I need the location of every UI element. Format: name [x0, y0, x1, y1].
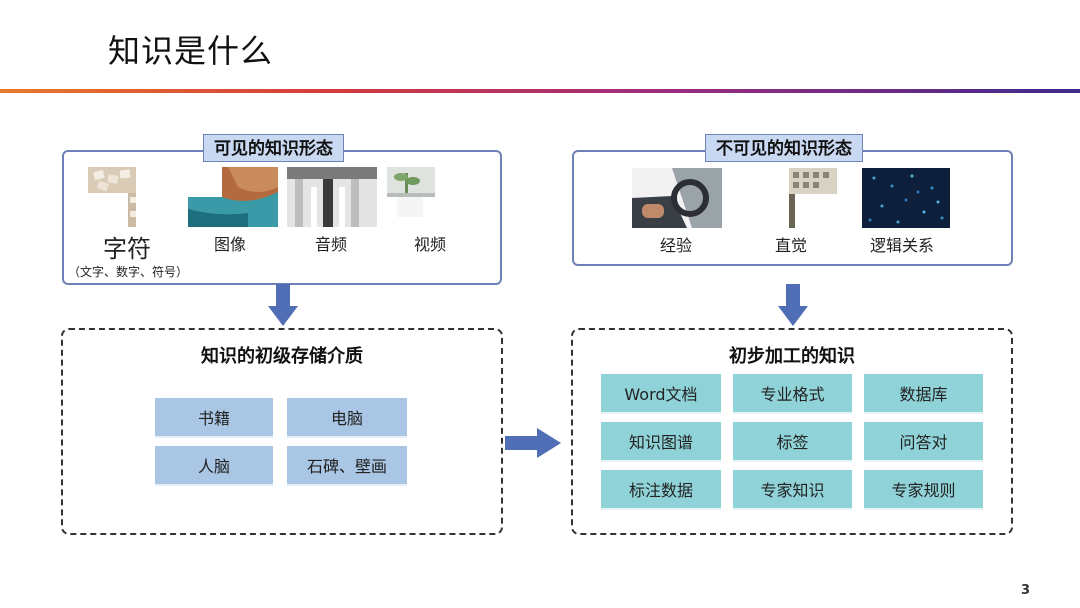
- processed-cell-tags: 标签: [733, 422, 852, 462]
- characters-image: [88, 167, 136, 227]
- storage-cell-stele-mural: 石碑、壁画: [287, 446, 407, 486]
- characters-sublabel: （文字、数字、符号）: [68, 265, 189, 279]
- image-label: 图像: [214, 235, 247, 254]
- storage-cell-computer: 电脑: [287, 398, 407, 438]
- logical-relation-thumbnail: [862, 168, 950, 228]
- processed-cell-database: 数据库: [864, 374, 983, 414]
- processed-cell-annotated-data: 标注数据: [601, 470, 721, 510]
- storage-cell-brain: 人脑: [155, 446, 273, 486]
- processed-cell-knowledge-graph: 知识图谱: [601, 422, 721, 462]
- experience-label: 经验: [660, 236, 693, 255]
- page-number: 3: [1020, 583, 1030, 598]
- processed-cell-pro-format: 专业格式: [733, 374, 852, 414]
- processed-cell-word-doc: Word文档: [601, 374, 721, 414]
- storage-media-title: 知识的初级存储介质: [201, 346, 363, 367]
- invisible-knowledge-tag: 不可见的知识形态: [705, 134, 863, 162]
- processed-cell-expert-knowledge: 专家知识: [733, 470, 852, 510]
- intuition-label: 直觉: [775, 236, 808, 255]
- title-divider: [0, 89, 1080, 93]
- page-title: 知识是什么: [108, 32, 274, 70]
- audio-thumbnail: [287, 167, 377, 227]
- arrow-right-icon: [505, 428, 561, 458]
- processed-cell-qa-pairs: 问答对: [864, 422, 983, 462]
- image-thumbnail: [188, 167, 278, 227]
- logical-relation-label: 逻辑关系: [870, 236, 935, 255]
- storage-cell-books: 书籍: [155, 398, 273, 438]
- characters-label: 字符: [103, 235, 151, 263]
- intuition-thumbnail: [789, 168, 837, 228]
- arrow-down-left-icon: [268, 284, 298, 326]
- visible-knowledge-tag: 可见的知识形态: [203, 134, 344, 162]
- video-thumbnail: [387, 167, 435, 227]
- arrow-down-right-icon: [778, 284, 808, 326]
- processed-knowledge-title: 初步加工的知识: [729, 346, 855, 367]
- video-label: 视频: [414, 235, 447, 254]
- experience-thumbnail: [632, 168, 722, 228]
- audio-label: 音频: [315, 235, 348, 254]
- processed-cell-expert-rules: 专家规则: [864, 470, 983, 510]
- storage-media-panel: 知识的初级存储介质: [61, 328, 503, 535]
